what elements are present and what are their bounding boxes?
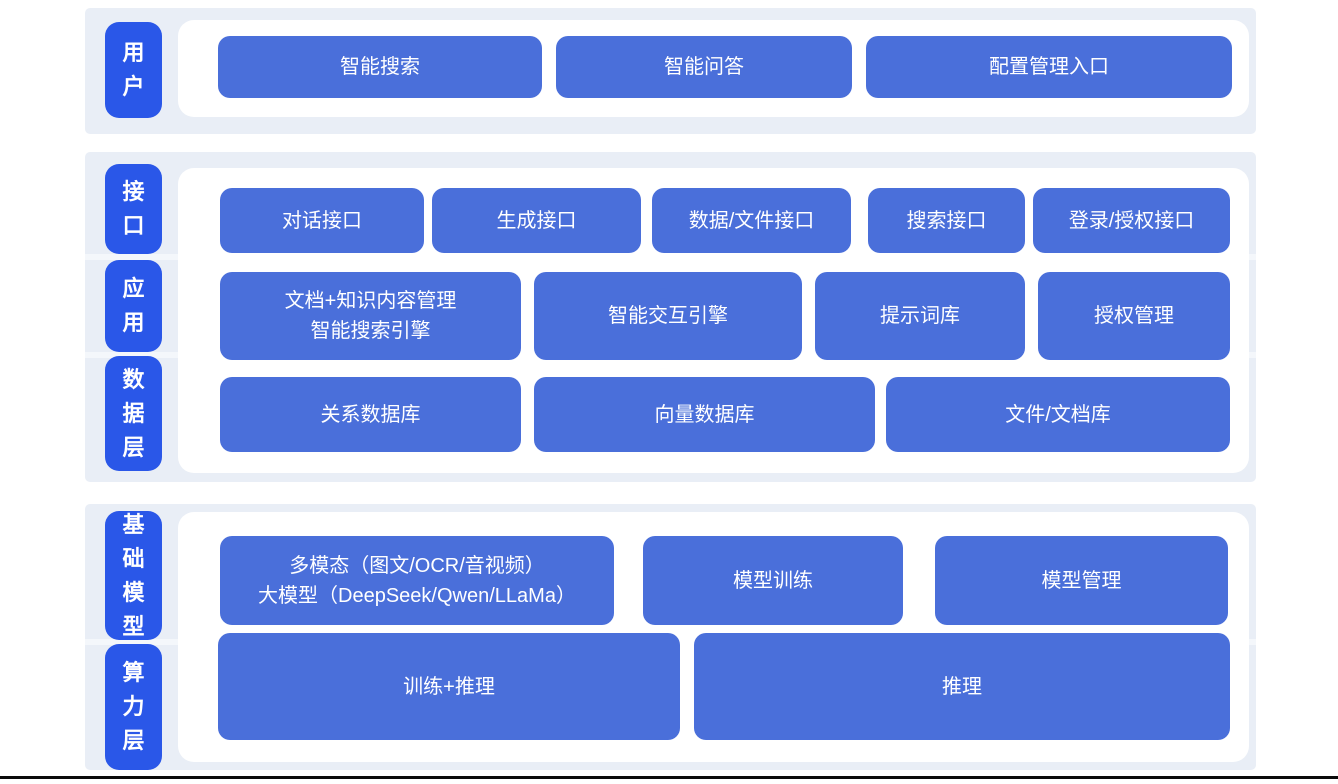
- block-multimodal-large-model: 多模态（图文/OCR/音视频） 大模型（DeepSeek/Qwen/LLaMa）: [220, 536, 614, 625]
- layer-label-text: 用户: [122, 40, 145, 99]
- layer-label-compute: 算力层: [105, 644, 162, 770]
- block-model-management: 模型管理: [935, 536, 1228, 625]
- block-vector-database: 向量数据库: [534, 377, 875, 452]
- layer-label-data: 数据层: [105, 356, 162, 471]
- block-data-file-api: 数据/文件接口: [652, 188, 851, 253]
- layer-label-foundation-model: 基础模型: [105, 511, 162, 640]
- block-relational-database: 关系数据库: [220, 377, 521, 452]
- block-smart-interaction-engine: 智能交互引擎: [534, 272, 802, 360]
- layer-label-text: 接口: [122, 179, 145, 238]
- layer-label-text: 应用: [122, 276, 145, 335]
- block-doc-knowledge-search-engine: 文档+知识内容管理 智能搜索引擎: [220, 272, 521, 360]
- layer-label-text: 数据层: [122, 366, 145, 460]
- layer-label-user: 用户: [105, 22, 162, 118]
- layer-label-interface: 接口: [105, 164, 162, 254]
- block-file-document-store: 文件/文档库: [886, 377, 1230, 452]
- block-inference: 推理: [694, 633, 1230, 740]
- block-config-management-entry: 配置管理入口: [866, 36, 1232, 98]
- block-dialog-api: 对话接口: [220, 188, 424, 253]
- block-smart-search: 智能搜索: [218, 36, 542, 98]
- layer-label-application: 应用: [105, 260, 162, 352]
- block-model-training: 模型训练: [643, 536, 903, 625]
- layer-label-text: 算力层: [122, 660, 145, 753]
- block-auth-management: 授权管理: [1038, 272, 1230, 360]
- bottom-divider-line: [0, 776, 1338, 779]
- block-login-auth-api: 登录/授权接口: [1033, 188, 1230, 253]
- layer-label-text: 基础模型: [122, 511, 145, 639]
- block-training-plus-inference: 训练+推理: [218, 633, 680, 740]
- block-smart-qa: 智能问答: [556, 36, 852, 98]
- block-search-api: 搜索接口: [868, 188, 1025, 253]
- block-generation-api: 生成接口: [432, 188, 641, 253]
- block-prompt-library: 提示词库: [815, 272, 1025, 360]
